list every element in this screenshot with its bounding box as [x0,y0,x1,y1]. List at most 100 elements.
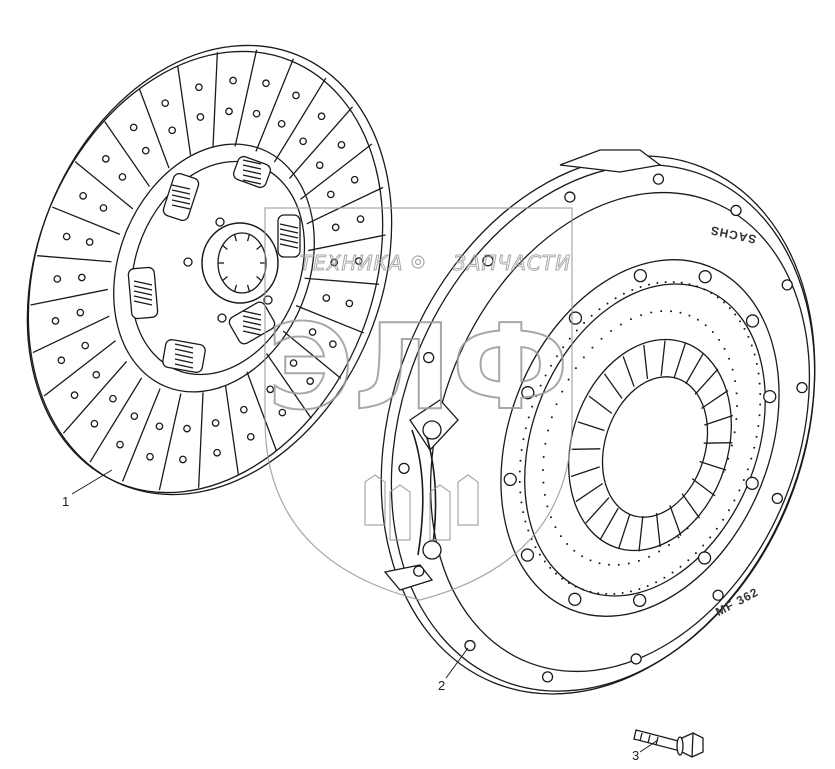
vent-dot [733,499,736,502]
rivet [239,405,248,414]
segment-line [89,377,143,463]
mounting-hole [632,593,647,608]
rivet [161,99,170,108]
diaphragm-finger [685,352,705,385]
friction-segments [30,49,386,491]
rivets [51,76,365,464]
segment-line [288,106,354,179]
rivet [183,424,191,433]
segment-line [282,330,342,379]
cover-slot [564,191,576,203]
vent-dot [522,438,525,441]
rivet [168,126,177,135]
vent-dot [543,560,546,563]
vent-dot [542,455,545,458]
vent-dot [542,481,545,484]
spring-coil [242,320,262,326]
vent-dot [743,327,746,330]
mounting-holes [503,268,777,608]
segment-line [158,393,182,491]
watermark-logo: ТЕХНИКА ЗАПЧАСТИ ЭЛФ [264,207,573,601]
segment-line [295,304,365,334]
rivet [85,238,94,246]
vent-dot [709,536,712,539]
spring-coil [242,310,262,316]
cover-slot [730,204,742,217]
vent-dot [629,590,632,593]
spring-coil [133,300,153,306]
vent-dot [759,392,762,395]
vent-dot [562,346,565,349]
segment-line [104,121,150,187]
vent-dot [728,357,731,360]
vent-dot [753,353,756,356]
diaphragm-finger [691,478,716,497]
diaphragm-finger [699,460,727,471]
rivet [51,317,60,325]
vent-dot [742,478,745,481]
vent-dot [613,592,616,595]
cover-slot [630,653,642,665]
segment-line [246,371,278,452]
rivet [109,394,117,403]
mounting-hole [745,476,759,490]
vent-dot [527,416,530,419]
spring-coil [279,223,299,229]
segment-line [121,388,161,482]
vent-dot [735,405,738,408]
rivet [229,76,237,85]
rivet [101,155,110,163]
vent-dot [598,308,601,311]
vent-dot [600,337,603,340]
vent-dot [739,320,742,323]
rivet [337,141,346,149]
vent-dot [660,310,663,313]
vent-dot [758,382,761,385]
vent-dot [757,425,760,428]
rivet [354,257,363,265]
vent-dot [567,378,570,381]
spring-coil [279,243,299,249]
vent-dot [702,544,705,547]
vent-dot [648,283,651,286]
vent-dot [550,416,553,419]
vent-dot [582,356,585,359]
spline [222,276,228,282]
spring-coil [174,363,194,369]
vent-dot [583,321,586,324]
segment-line [266,353,312,419]
vent-dot [734,380,737,383]
vent-dot [619,323,622,326]
vent-dot [746,468,749,471]
spring-coil [174,353,194,359]
vent-dot [598,562,601,565]
vent-dot [549,566,552,569]
vent-dot [758,414,761,417]
segment-line [51,206,121,236]
vent-dot [723,301,726,304]
vent-dot [520,501,523,504]
rivet [179,455,187,464]
vent-dot [574,367,577,370]
cover-slot [796,382,808,394]
segment-line [224,384,239,475]
diaphragm-finger [694,368,719,395]
spring-coil [242,179,262,185]
vent-dot [542,468,545,471]
rivet [195,83,203,92]
segment-line [177,65,192,156]
segment-line [212,52,219,148]
vent-dot [658,550,661,553]
spline [246,234,251,242]
rivet [90,419,99,428]
spline [256,244,262,250]
rivet [196,113,205,121]
spring-coil [174,358,194,364]
vent-dot [522,511,525,514]
vent-dot [589,559,592,562]
rivet [326,190,335,199]
vent-dot [519,459,522,462]
vent-dot [696,285,699,288]
vent-dot [670,310,673,313]
cover-slot [712,589,724,601]
